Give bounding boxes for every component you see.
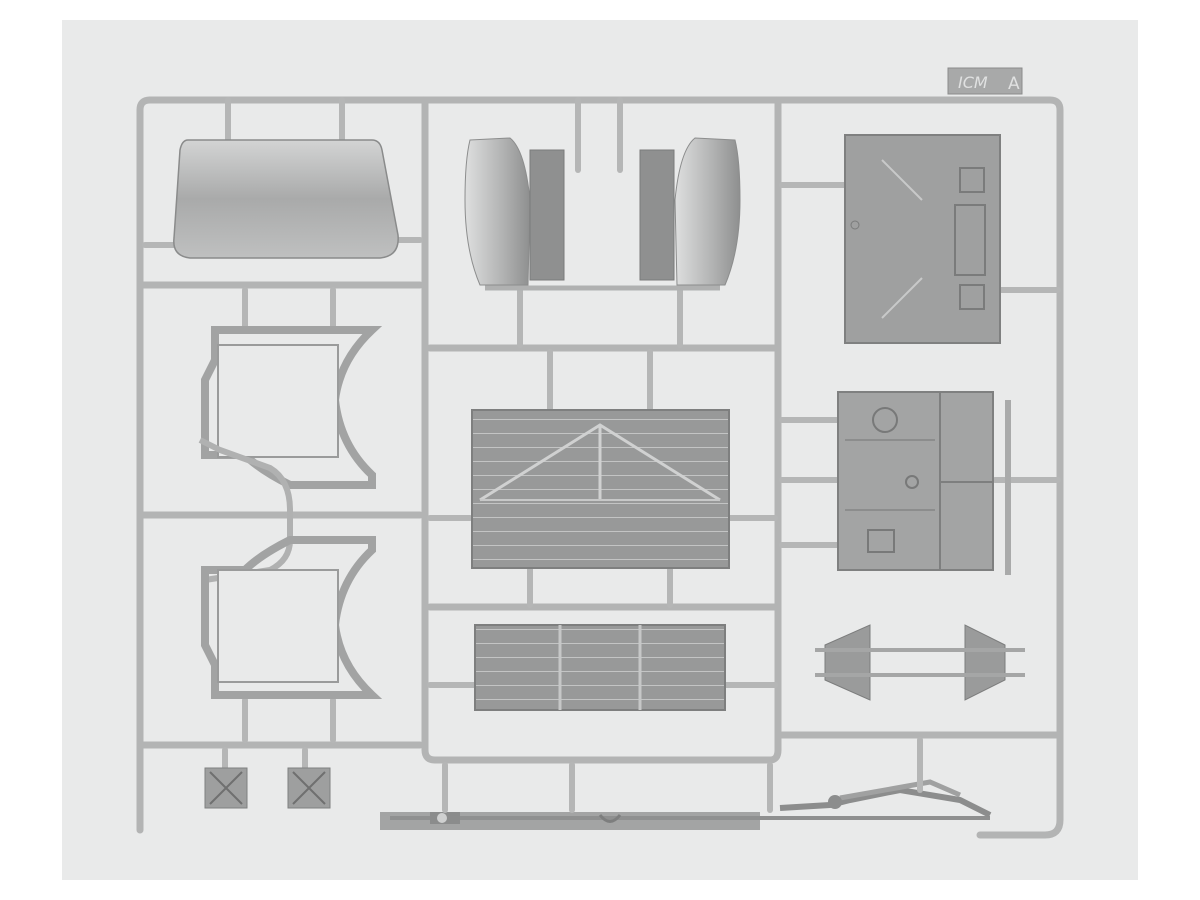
bracket-part bbox=[815, 624, 1025, 701]
sprue-letter: A bbox=[1008, 74, 1020, 94]
chassis-rail bbox=[380, 779, 992, 830]
cargo-bed-part bbox=[471, 409, 730, 569]
small-box-part bbox=[204, 767, 331, 809]
cab-side-lower-part bbox=[201, 536, 383, 699]
sprue-frame bbox=[136, 96, 1064, 839]
logo-tab: ICM A bbox=[947, 67, 1023, 95]
sprue-gates bbox=[142, 97, 1061, 813]
cab-side-upper-part bbox=[198, 326, 383, 590]
logo-text: ICM bbox=[958, 73, 988, 92]
fender-part bbox=[464, 137, 741, 291]
dashboard-part bbox=[837, 391, 1011, 575]
tailgate-part bbox=[474, 624, 726, 711]
floor-panel-part bbox=[844, 134, 1001, 344]
cab-roof-part bbox=[173, 139, 399, 259]
